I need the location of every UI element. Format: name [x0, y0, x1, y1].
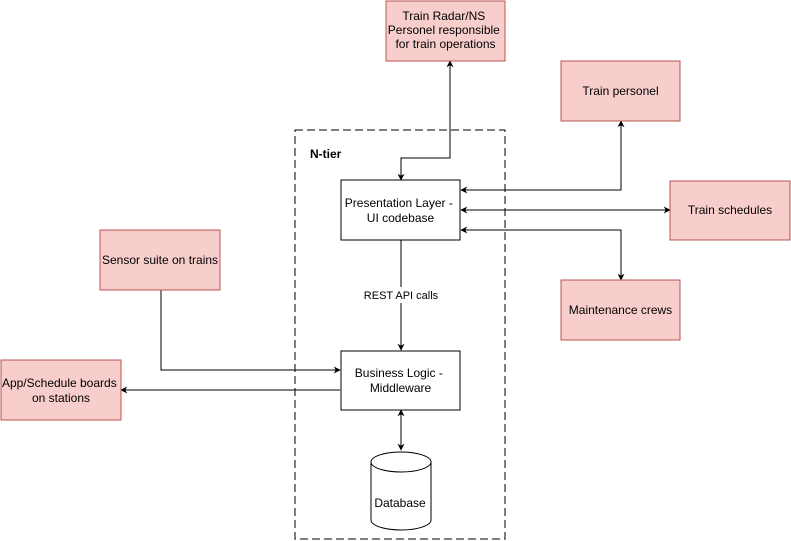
- svg-text:Business Logic - Middlew: Business Logic - Middleware: [355, 366, 446, 395]
- n-tier-container: N-tier: [294, 129, 506, 540]
- train-radar-line-2: Personel responsible: [388, 23, 500, 37]
- node-train-schedules: Train schedules: [669, 180, 791, 241]
- presentation-line-2: UI codebase: [367, 211, 435, 225]
- presentation-line-1: Presentation Layer -: [345, 196, 453, 210]
- node-maintenance-crews: Maintenance crews: [560, 279, 681, 341]
- node-train-personel: Train personel: [560, 60, 681, 122]
- train-personel-label: Train personel: [582, 84, 658, 98]
- edge-label-rest-api: REST API calls: [364, 290, 439, 302]
- edge-sensor-business: [160, 290, 341, 374]
- sensor-suite-label: Sensor suite on trains: [102, 253, 218, 267]
- business-line-1: Business Logic -: [355, 366, 443, 380]
- n-tier-label: N-tier: [310, 147, 342, 161]
- svg-text:Presentation Layer - UI: Presentation Layer - UI codebase: [345, 196, 456, 225]
- svg-text:App/Schedule boards on s: App/Schedule boards on stations: [2, 376, 120, 405]
- train-radar-line-3: for train operations: [395, 37, 495, 51]
- node-business-logic: Business Logic - Middleware: [340, 350, 461, 411]
- node-train-radar: Train Radar/NS Personel responsible for …: [385, 0, 506, 62]
- business-line-2: Middleware: [370, 381, 432, 395]
- node-sensor-suite: Sensor suite on trains: [99, 229, 221, 291]
- train-schedules-label: Train schedules: [688, 203, 772, 217]
- svg-text:Train Radar/NS Personel: Train Radar/NS Personel responsible for …: [388, 9, 503, 51]
- node-database: Database: [370, 451, 432, 531]
- node-app-boards: App/Schedule boards on stations: [0, 359, 122, 421]
- node-presentation-layer: Presentation Layer - UI codebase: [340, 179, 461, 241]
- edge-presentation-personel: [460, 120, 625, 194]
- train-radar-line-1: Train Radar/NS: [402, 9, 485, 23]
- edge-radar-presentation: [397, 60, 454, 181]
- maintenance-crews-label: Maintenance crews: [569, 303, 672, 317]
- database-label: Database: [374, 496, 426, 510]
- app-boards-line-1: App/Schedule boards: [2, 376, 117, 390]
- app-boards-line-2: on stations: [32, 391, 90, 405]
- edges: REST API calls: [120, 60, 671, 451]
- edge-presentation-maintenance: [460, 226, 625, 281]
